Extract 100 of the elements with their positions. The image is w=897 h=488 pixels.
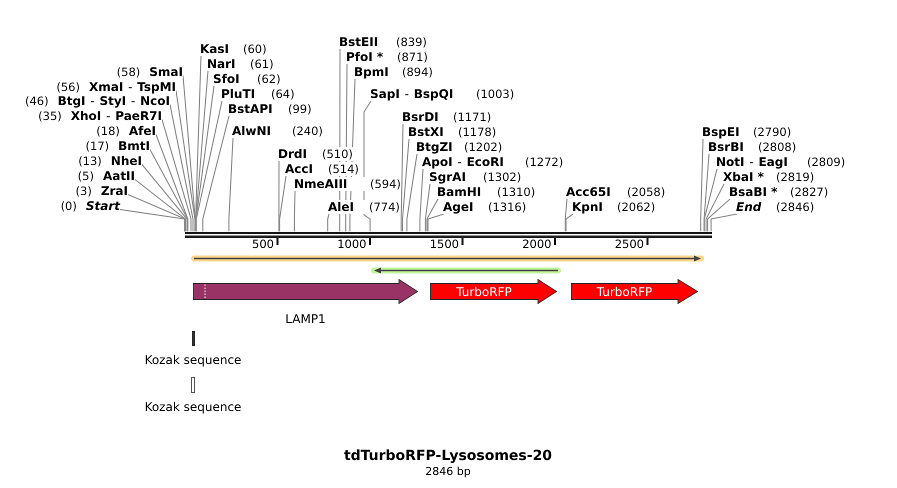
cut-position: (46)	[24, 94, 49, 108]
enzyme-name: NotI - EagI	[716, 155, 788, 169]
leader-line	[565, 214, 574, 232]
cut-position: (35)	[38, 109, 62, 123]
leader-line	[400, 124, 404, 232]
cut-position: (99)	[288, 102, 312, 116]
enzyme-name: PfoI *	[346, 50, 384, 64]
enzyme-name: BsrBI	[708, 140, 744, 154]
enzyme-name: PluTI	[221, 87, 256, 101]
enzyme-name: XmaI - TspMI	[88, 80, 176, 94]
enzyme-name: AleI	[328, 200, 354, 214]
leader-line	[120, 208, 186, 232]
leader-line	[228, 138, 234, 232]
enzyme-name: ApoI - EcoRI	[422, 155, 504, 169]
leader-line	[704, 154, 710, 232]
leader-line	[402, 138, 410, 232]
feature-label: TurboRFP	[456, 284, 512, 298]
cut-position: (13)	[78, 154, 102, 168]
enzyme-name: ZraI	[100, 184, 128, 198]
cut-position: (1171)	[453, 110, 492, 124]
cut-position: (1310)	[497, 185, 536, 199]
enzyme-name: DrdI	[278, 147, 307, 161]
cut-position: (1202)	[464, 140, 502, 154]
leader-line	[278, 161, 280, 232]
cut-position: (5)	[78, 169, 94, 183]
leader-line	[142, 164, 188, 232]
cut-position: (2808)	[758, 140, 796, 154]
leader-line	[564, 198, 568, 232]
leader-line	[704, 168, 718, 232]
cut-position: (58)	[116, 65, 140, 79]
enzyme-name: AgeI	[443, 200, 474, 214]
leader-line	[134, 179, 186, 232]
leader-line	[195, 86, 215, 232]
cut-position: (510)	[322, 147, 353, 161]
feature-label: LAMP1	[285, 312, 326, 326]
cut-position: (894)	[402, 65, 433, 79]
cut-position: (1178)	[458, 125, 496, 139]
enzyme-name: XbaI *	[723, 170, 764, 184]
scale-label: 2000	[522, 238, 552, 251]
leader-line	[706, 184, 724, 232]
cut-position: (839)	[396, 35, 427, 49]
cut-position: (60)	[243, 42, 267, 56]
cut-position: (56)	[56, 80, 80, 94]
leader-line	[710, 213, 738, 232]
sequence-backbone	[184, 232, 712, 238]
enzyme-name: SfoI	[213, 72, 240, 86]
leader-line	[161, 119, 192, 232]
scale-label: 2500	[614, 238, 644, 251]
enzyme-name: NheI	[110, 154, 142, 168]
leader-line	[279, 176, 287, 232]
enzyme-name: AatII	[102, 169, 135, 183]
enzyme-name: BspEI	[702, 125, 740, 139]
sequence-terminus-label: Start	[86, 199, 120, 213]
cut-position: (514)	[328, 162, 359, 176]
cut-position: (871)	[397, 50, 428, 64]
leader-line	[406, 154, 418, 232]
map-title: tdTurboRFP-Lysosomes-20	[344, 448, 552, 464]
cut-position: (61)	[250, 57, 274, 71]
feature-label: TurboRFP	[596, 284, 652, 298]
enzyme-name: AlwNI	[232, 124, 271, 138]
feature-label: Kozak sequence	[144, 400, 242, 414]
cut-position: (774)	[369, 200, 400, 214]
scale-label: 500	[252, 238, 274, 251]
cut-position: (18)	[96, 124, 120, 138]
leader-line	[150, 149, 188, 232]
leader-line	[426, 198, 438, 232]
feature-label: Kozak sequence	[144, 353, 242, 367]
enzyme-name: BstAPI	[228, 102, 273, 116]
enzyme-name: KpnI	[572, 200, 603, 214]
enzyme-name: Acc65I	[566, 185, 611, 199]
enzyme-name: BsaBI *	[729, 185, 778, 199]
enzyme-name: BamHI	[437, 185, 482, 199]
cut-position: (2827)	[790, 185, 828, 199]
leader-line	[419, 168, 424, 232]
enzyme-name: SmaI	[149, 65, 183, 79]
cut-position: (2790)	[753, 125, 792, 139]
cut-position: (1003)	[476, 87, 514, 101]
enzyme-name: BsrDI	[402, 110, 439, 124]
leader-line	[202, 116, 230, 232]
enzyme-name: BtgI - StyI - NcoI	[58, 94, 170, 108]
cut-position: (2819)	[776, 170, 814, 184]
enzyme-name: XhoI - PaeR7I	[70, 109, 162, 123]
enzyme-name: BstEII	[339, 35, 378, 49]
enzyme-name: SgrAI	[429, 170, 466, 184]
cut-position: (62)	[257, 72, 281, 86]
leader-line	[700, 138, 704, 232]
cut-position: (2062)	[617, 200, 656, 214]
cut-position: (1302)	[483, 170, 522, 184]
leader-line	[427, 213, 444, 232]
cut-position: (2058)	[627, 185, 666, 199]
enzyme-name: NmeAIII	[294, 177, 348, 191]
sequence-terminus-label: End	[736, 200, 762, 214]
cut-position: (1316)	[488, 200, 526, 214]
leader-line	[196, 100, 223, 232]
enzyme-name: AccI	[285, 162, 313, 176]
cut-position: (594)	[370, 177, 401, 191]
cut-position: (0)	[60, 199, 77, 213]
enzyme-name: BstXI	[408, 125, 444, 139]
cut-position: (1272)	[525, 155, 564, 169]
cut-position: (64)	[271, 87, 295, 101]
